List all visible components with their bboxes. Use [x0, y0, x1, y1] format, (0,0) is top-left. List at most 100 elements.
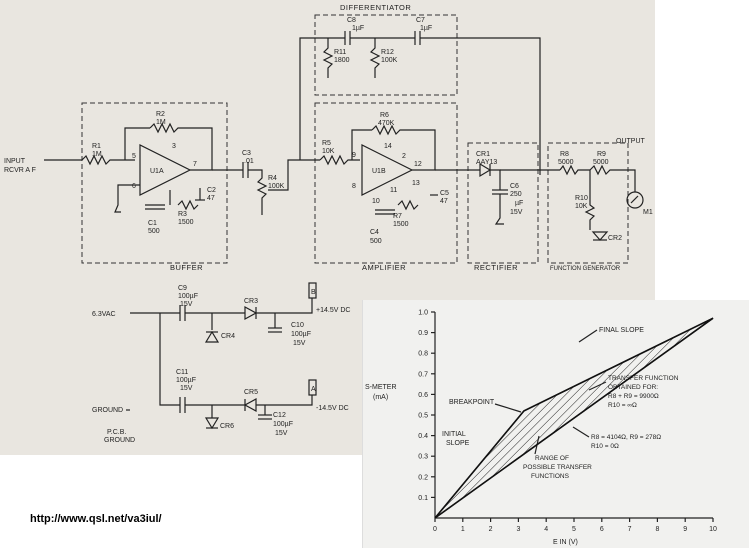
y-axis-ticks: 0.10.20.30.40.50.60.70.80.91.0 [418, 310, 435, 502]
pcb-ground-label-2: GROUND [104, 437, 135, 444]
c12-value: 100µF [273, 421, 293, 428]
y-tick-label: 0.4 [418, 433, 428, 440]
c8-value: 1µF [352, 25, 364, 32]
x-axis-label: E IN (V) [553, 539, 578, 546]
transfer-function-label-3: R8 + R9 = 9900Ω [608, 393, 659, 400]
c1-value: 500 [148, 228, 160, 235]
u1b-pin-14: 14 [384, 143, 392, 150]
range-label-3: FUNCTIONS [531, 473, 570, 480]
r12-value: 100K [381, 57, 398, 64]
u1a-pin-5: 5 [132, 153, 136, 160]
r9-value: 5000 [593, 159, 609, 166]
buffer-block [81, 102, 228, 264]
x-tick-label: 8 [655, 526, 659, 533]
differentiator-block [314, 14, 458, 96]
r8-setting-label-1: R8 = 4104Ω, R9 = 278Ω [591, 434, 661, 441]
c11-ref: C11 [176, 369, 188, 376]
u1b-pin-9: 9 [352, 152, 356, 159]
differentiator-input-wire [299, 37, 345, 160]
transfer-function-label-1: TRANSFER FUNCTION [608, 375, 679, 382]
c11-value: 100µF [176, 377, 196, 384]
r11-value: 1800 [334, 57, 350, 64]
c1-ref: C1 [148, 220, 157, 227]
c10-ref: C10 [291, 322, 304, 329]
neg-voltage-label: -14.5V DC [316, 405, 349, 412]
initial-slope-label-1: INITIAL [442, 431, 466, 438]
function-generator-label: FUNCTION GENERATOR [550, 266, 621, 272]
rectifier-label: RECTIFIER [474, 263, 518, 272]
pos-voltage-label: +14.5V DC [316, 307, 350, 314]
r10-resistor [584, 170, 596, 230]
x-tick-label: 9 [683, 526, 687, 533]
u1a-pin-3: 3 [172, 143, 176, 150]
c5-ref: C5 [440, 190, 449, 197]
r8-resistor [559, 164, 590, 176]
u1a-ref: U1A [150, 168, 164, 175]
c4-value: 500 [370, 238, 382, 245]
y-axis-unit-label: (mA) [373, 394, 388, 401]
r4-value: 100K [268, 183, 285, 190]
u1b-pin-12: 12 [414, 161, 422, 168]
c2-ref: C2 [207, 187, 216, 194]
cr6-diode [204, 417, 220, 430]
terminal-a-label: A [311, 386, 316, 393]
x-tick-label: 4 [544, 526, 548, 533]
c4-ref: C4 [370, 229, 379, 236]
pcb-ground-label-1: P.C.B. [107, 429, 126, 436]
r9-ref: R9 [597, 151, 606, 158]
u1b-ref: U1B [372, 168, 386, 175]
buffer-label: BUFFER [170, 263, 203, 272]
y-tick-label: 1.0 [418, 310, 428, 317]
r12-ref: R12 [381, 49, 394, 56]
y-tick-label: 0.6 [418, 392, 428, 399]
x-tick-label: 5 [572, 526, 576, 533]
y-axis-label: S-METER [365, 384, 397, 391]
x-tick-label: 1 [461, 526, 465, 533]
ground-label: GROUND [92, 407, 123, 414]
output-wire [625, 169, 636, 192]
r11-resistor [322, 38, 334, 78]
r4-ref: R4 [268, 175, 277, 182]
c12-ref: C12 [273, 412, 286, 419]
transfer-function-leader [588, 381, 607, 391]
c7-ref: C7 [416, 17, 425, 24]
breakpoint-label: BREAKPOINT [449, 399, 495, 406]
amplifier-block [314, 102, 458, 264]
r8-setting-label-2: R10 = 0Ω [591, 443, 619, 450]
circuit-schematic: DIFFERENTIATOR BUFFER AMPLIFIER RECTIFIE… [0, 0, 655, 455]
c6-value: 250 [510, 191, 522, 198]
c10-voltage: 15V [293, 340, 306, 347]
u1a-ground-wire [114, 184, 140, 213]
c11-voltage: 15V [180, 385, 193, 392]
cr1-ref: CR1 [476, 151, 490, 158]
r7-value: 1500 [393, 221, 409, 228]
r8-setting-leader [572, 426, 590, 438]
terminal-b-label: B [311, 289, 316, 296]
y-tick-label: 0.3 [418, 454, 428, 461]
cr5-diode [243, 397, 257, 413]
r10-ref: R10 [575, 195, 588, 202]
neg-branch-wire [159, 313, 180, 406]
amplifier-label: AMPLIFIER [362, 263, 406, 272]
c2-value: 47 [207, 195, 215, 202]
u1a-pin-6: 6 [132, 183, 136, 190]
ac-input-label: 6.3VAC [92, 311, 116, 318]
y-tick-label: 0.7 [418, 371, 428, 378]
r10-value: 10K [575, 203, 588, 210]
c6-ground [494, 194, 504, 225]
r5-ref: R5 [322, 140, 331, 147]
r12-resistor [369, 38, 381, 78]
r5-value: 10K [322, 148, 335, 155]
meter-ref: M1 [643, 209, 653, 216]
cr4-ref: CR4 [221, 333, 235, 340]
r11-ref: R11 [334, 49, 346, 56]
terminal-b [308, 282, 317, 299]
r6-ref: R6 [380, 112, 389, 119]
r6-resistor [371, 124, 436, 171]
x-tick-label: 7 [628, 526, 632, 533]
cr5-ref: CR5 [244, 389, 258, 396]
u1a-opamp [139, 144, 192, 196]
cr2-ref: CR2 [608, 235, 622, 242]
